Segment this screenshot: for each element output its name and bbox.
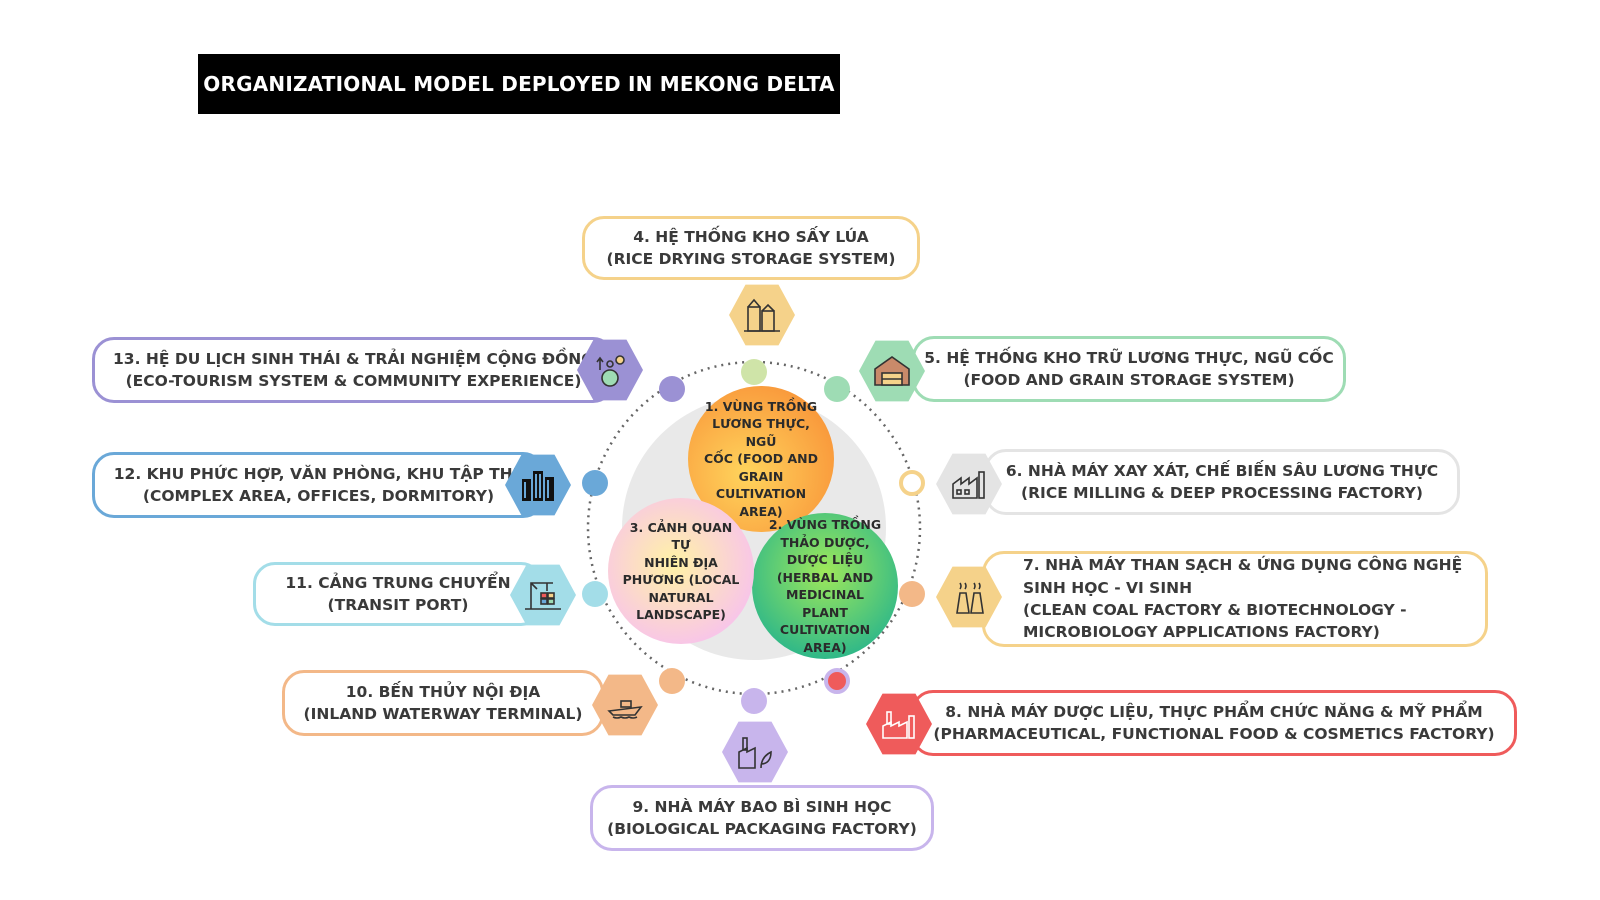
core-label-line: THẢO DƯỢC, — [780, 534, 870, 550]
orbit-dot — [741, 359, 767, 385]
node-label-line: (RICE MILLING & DEEP PROCESSING FACTORY) — [1021, 484, 1423, 502]
core-label-line: PHƯƠNG (LOCAL — [622, 572, 740, 587]
node-label-line: (RICE DRYING STORAGE SYSTEM) — [606, 250, 896, 268]
core-circle-herbal: 2. VÙNG TRỒNG THẢO DƯỢC, DƯỢC LIỆU (HERBAL … — [752, 513, 898, 659]
node-label-line: 8. NHÀ MÁY DƯỢC LIỆU, THỰC PHẨM CHỨC NĂN… — [945, 702, 1483, 721]
node-label-line: 12. KHU PHỨC HỢP, VĂN PHÒNG, KHU TẬP THỂ — [113, 464, 524, 483]
mill-factory-icon — [936, 453, 1002, 515]
node-label-line: (INLAND WATERWAY TERMINAL) — [303, 705, 583, 723]
core-label-line: GRAIN — [738, 468, 784, 484]
boat-terminal-icon — [592, 674, 658, 736]
warehouse-icon — [859, 340, 925, 402]
node-label-line: (TRANSIT PORT) — [327, 596, 469, 614]
node-pharmaceutical: 8. NHÀ MÁY DƯỢC LIỆU, THỰC PHẨM CHỨC NĂN… — [911, 690, 1517, 756]
core-label-line: CỐC (FOOD AND — [703, 451, 819, 467]
page-title: ORGANIZATIONAL MODEL DEPLOYED IN MEKONG … — [198, 54, 840, 114]
node-eco-tourism: 13. HỆ DU LỊCH SINH THÁI & TRẢI NGHIỆM C… — [92, 337, 615, 403]
orbit-dot — [582, 581, 608, 607]
node-label-line: (COMPLEX AREA, OFFICES, DORMITORY) — [142, 487, 495, 505]
core-label: 2. VÙNG TRỒNG THẢO DƯỢC, DƯỢC LIỆU (HERBAL … — [764, 516, 886, 656]
core-label-line: (HERBAL AND — [776, 569, 874, 585]
node-label-line: 4. HỆ THỐNG KHO SẤY LÚA — [633, 227, 869, 246]
core-label-line: AREA) — [803, 639, 847, 655]
node-complex-offices: 12. KHU PHỨC HỢP, VĂN PHÒNG, KHU TẬP THỂ… — [92, 452, 545, 518]
core-label-line: NHIÊN ĐỊA — [644, 554, 718, 570]
core-label-line: 3. CẢNH QUAN TỰ — [629, 519, 733, 553]
node-label-line: (PHARMACEUTICAL, FUNCTIONAL FOOD & COSME… — [933, 725, 1495, 743]
core-circle-food-grain: 1. VÙNG TRỒNG LƯƠNG THỰC, NGŨ CỐC (FOOD AN… — [688, 386, 834, 532]
node-label-line: (BIOLOGICAL PACKAGING FACTORY) — [607, 820, 917, 838]
orbit-dot — [899, 470, 925, 496]
node-label-line: 7. NHÀ MÁY THAN SẠCH & ỨNG DỤNG CÔNG NGH… — [1023, 556, 1463, 575]
core-label-line: MEDICINAL PLANT — [786, 587, 864, 620]
node-clean-coal: 7. NHÀ MÁY THAN SẠCH & ỨNG DỤNG CÔNG NGH… — [982, 551, 1488, 647]
node-label-line: SINH HỌC - VI SINH — [1023, 578, 1193, 597]
node-label-line: 5. HỆ THỐNG KHO TRỮ LƯƠNG THỰC, NGŨ CỐC — [924, 348, 1334, 367]
node-label-line: 10. BẾN THỦY NỘI ĐỊA — [345, 682, 541, 701]
port-crane-icon — [510, 564, 576, 626]
core-label-line: CULTIVATION — [779, 622, 871, 637]
core-label-line: 1. VÙNG TRỒNG — [704, 398, 818, 414]
core-label-line: LƯƠNG THỰC, NGŨ — [712, 416, 810, 449]
pharma-factory-icon — [866, 693, 932, 755]
orbit-dot — [824, 376, 850, 402]
orbit-dot — [899, 581, 925, 607]
node-label-line: 11. CẢNG TRUNG CHUYỂN — [285, 573, 511, 592]
eco-factory-icon — [722, 721, 788, 783]
orbit-dot — [659, 376, 685, 402]
orbit-dot — [824, 668, 850, 694]
node-label-line: 9. NHÀ MÁY BAO BÌ SINH HỌC — [632, 797, 892, 816]
silo-icon — [729, 284, 795, 346]
core-label-line: NATURAL — [648, 589, 714, 605]
orbit-dot — [659, 668, 685, 694]
power-plant-icon — [936, 566, 1002, 628]
node-label-line: (ECO-TOURISM SYSTEM & COMMUNITY EXPERIEN… — [125, 372, 582, 390]
core-label-line: 2. VÙNG TRỒNG — [768, 517, 882, 532]
node-label-line: MICROBIOLOGY APPLICATIONS FACTORY) — [1023, 623, 1380, 642]
eco-tourism-icon — [577, 339, 643, 401]
node-label-line: (CLEAN COAL FACTORY & BIOTECHNOLOGY - — [1023, 601, 1407, 619]
node-transit-port: 11. CẢNG TRUNG CHUYỂN (TRANSIT PORT) — [253, 562, 543, 626]
node-rice-milling: 6. NHÀ MÁY XAY XÁT, CHẾ BIẾN SÂU LƯƠNG T… — [984, 449, 1460, 515]
core-label-line: DƯỢC LIỆU — [786, 552, 864, 567]
node-label-line: 13. HỆ DU LỊCH SINH THÁI & TRẢI NGHIỆM C… — [113, 349, 594, 368]
core-label-line: CULTIVATION — [715, 486, 807, 502]
office-buildings-icon — [505, 454, 571, 516]
node-label-line: 6. NHÀ MÁY XAY XÁT, CHẾ BIẾN SÂU LƯƠNG T… — [1005, 461, 1439, 480]
orbit-dot — [582, 470, 608, 496]
node-grain-storage: 5. HỆ THỐNG KHO TRỮ LƯƠNG THỰC, NGŨ CỐC (… — [912, 336, 1346, 402]
core-label: 1. VÙNG TRỒNG LƯƠNG THỰC, NGŨ CỐC (FOOD AN… — [700, 398, 822, 521]
node-inland-terminal: 10. BẾN THỦY NỘI ĐỊA (INLAND WATERWAY TER… — [282, 670, 604, 736]
node-label-line: (FOOD AND GRAIN STORAGE SYSTEM) — [963, 371, 1295, 389]
core-label-line: LANDSCAPE) — [636, 607, 726, 622]
core-label-line: AREA) — [739, 503, 783, 519]
node-bio-packaging: 9. NHÀ MÁY BAO BÌ SINH HỌC (BIOLOGICAL PA… — [590, 785, 934, 851]
orbit-dot — [741, 688, 767, 714]
node-rice-drying: 4. HỆ THỐNG KHO SẤY LÚA (RICE DRYING STOR… — [582, 216, 920, 280]
